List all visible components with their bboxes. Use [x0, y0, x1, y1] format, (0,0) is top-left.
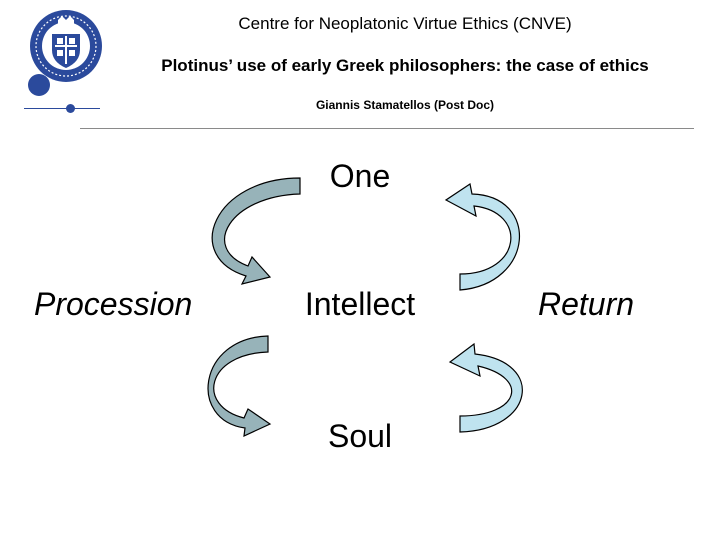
- arrow-one-to-intellect: [211, 177, 301, 285]
- label-return: Return: [538, 286, 635, 322]
- arrow-intellect-to-one: [444, 183, 520, 291]
- author-line: Giannis Stamatellos (Post Doc): [315, 98, 495, 112]
- slide-title: Plotinus’ use of early Greek philosopher…: [161, 56, 649, 75]
- arrow-soul-to-intellect: [448, 342, 523, 433]
- node-intellect: Intellect: [304, 286, 416, 322]
- label-procession: Procession: [34, 286, 193, 322]
- centre-name: Centre for Neoplatonic Virtue Ethics (CN…: [238, 14, 572, 33]
- brand-dot-large: [28, 74, 50, 96]
- node-one: One: [329, 158, 391, 194]
- arrow-intellect-to-soul: [207, 335, 272, 437]
- header-divider: [80, 128, 694, 129]
- logo-underline: [24, 108, 100, 109]
- university-seal-icon: [30, 10, 102, 82]
- node-soul: Soul: [327, 418, 393, 454]
